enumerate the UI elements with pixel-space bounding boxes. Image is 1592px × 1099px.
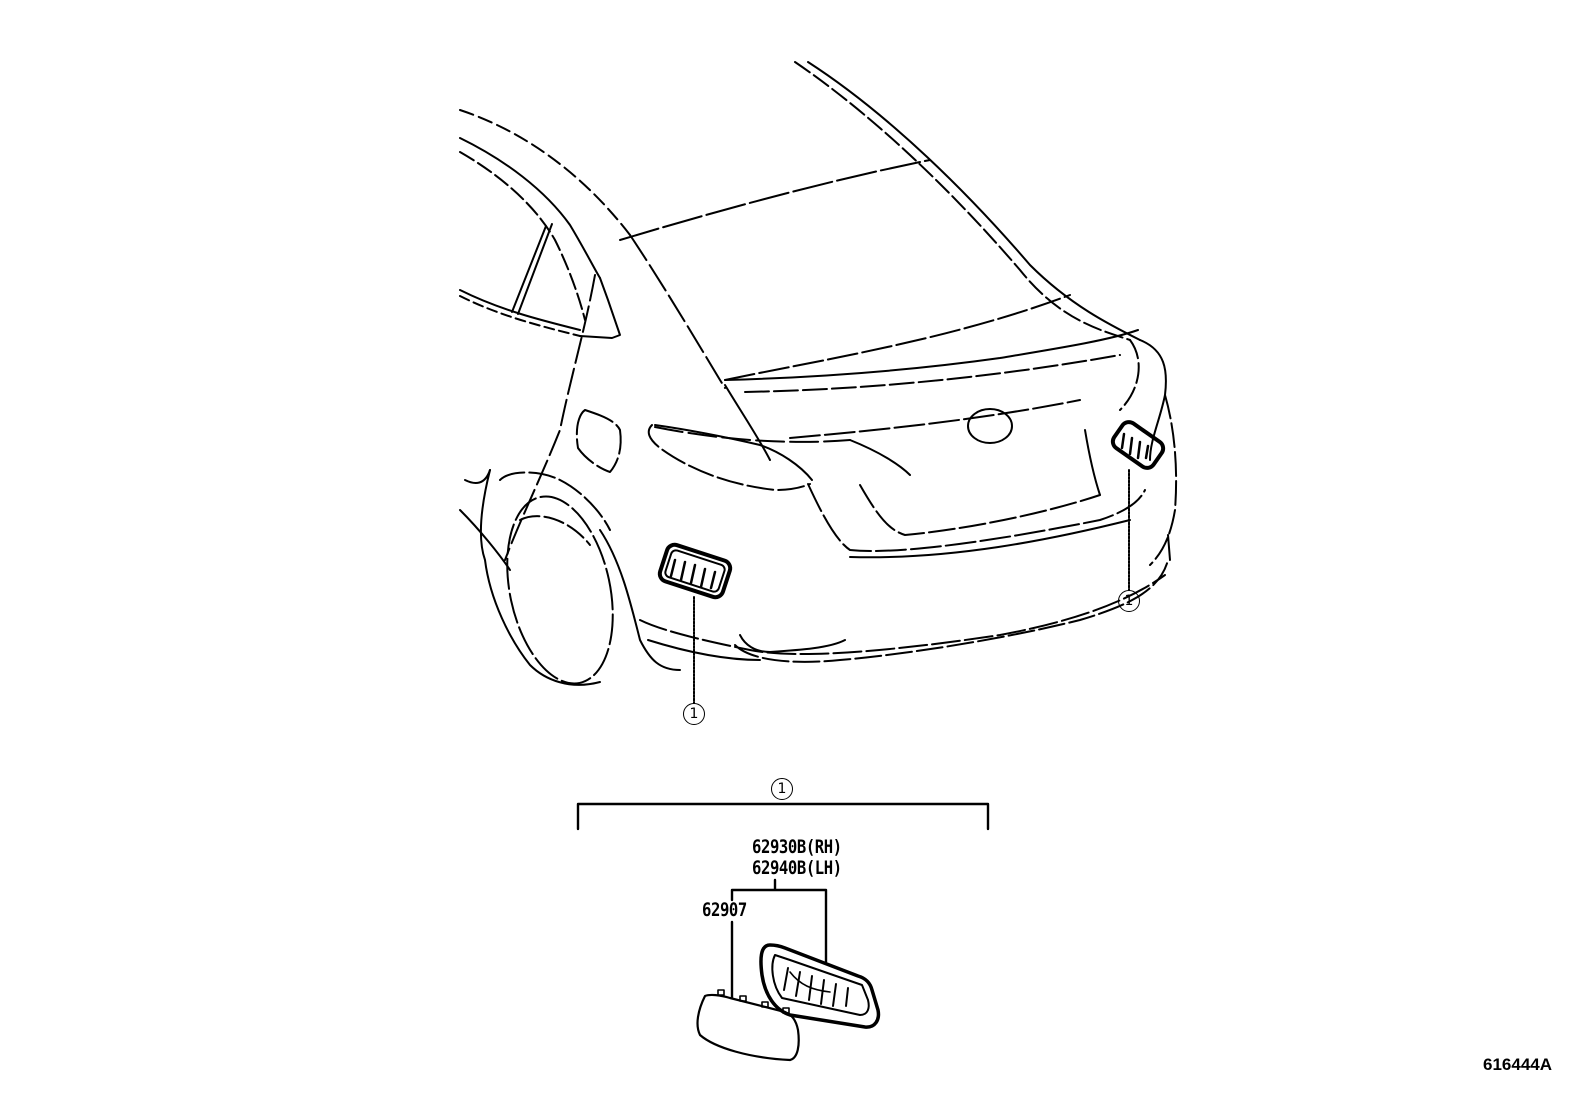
part-number-62907: 62907 [702, 899, 747, 921]
callout-circle-right: 1 [1118, 590, 1140, 612]
part-number-62940B-lh: 62940B(LH) [752, 857, 842, 879]
figure-id: 616444A [1483, 1055, 1553, 1074]
vehicle-body-outline [459, 61, 1178, 686]
callout-circle-left: 1 [683, 703, 705, 725]
group-bracket [576, 802, 990, 831]
vent-housing-part [759, 943, 881, 1029]
vent-on-vehicle-right [1110, 420, 1166, 470]
group-callout-circle: 1 [771, 778, 793, 800]
part-number-62930B-rh: 62930B(RH) [752, 836, 842, 858]
part-connector-62930B [730, 878, 828, 964]
vent-cover-part [696, 989, 800, 1062]
vent-on-vehicle-left [657, 542, 733, 600]
